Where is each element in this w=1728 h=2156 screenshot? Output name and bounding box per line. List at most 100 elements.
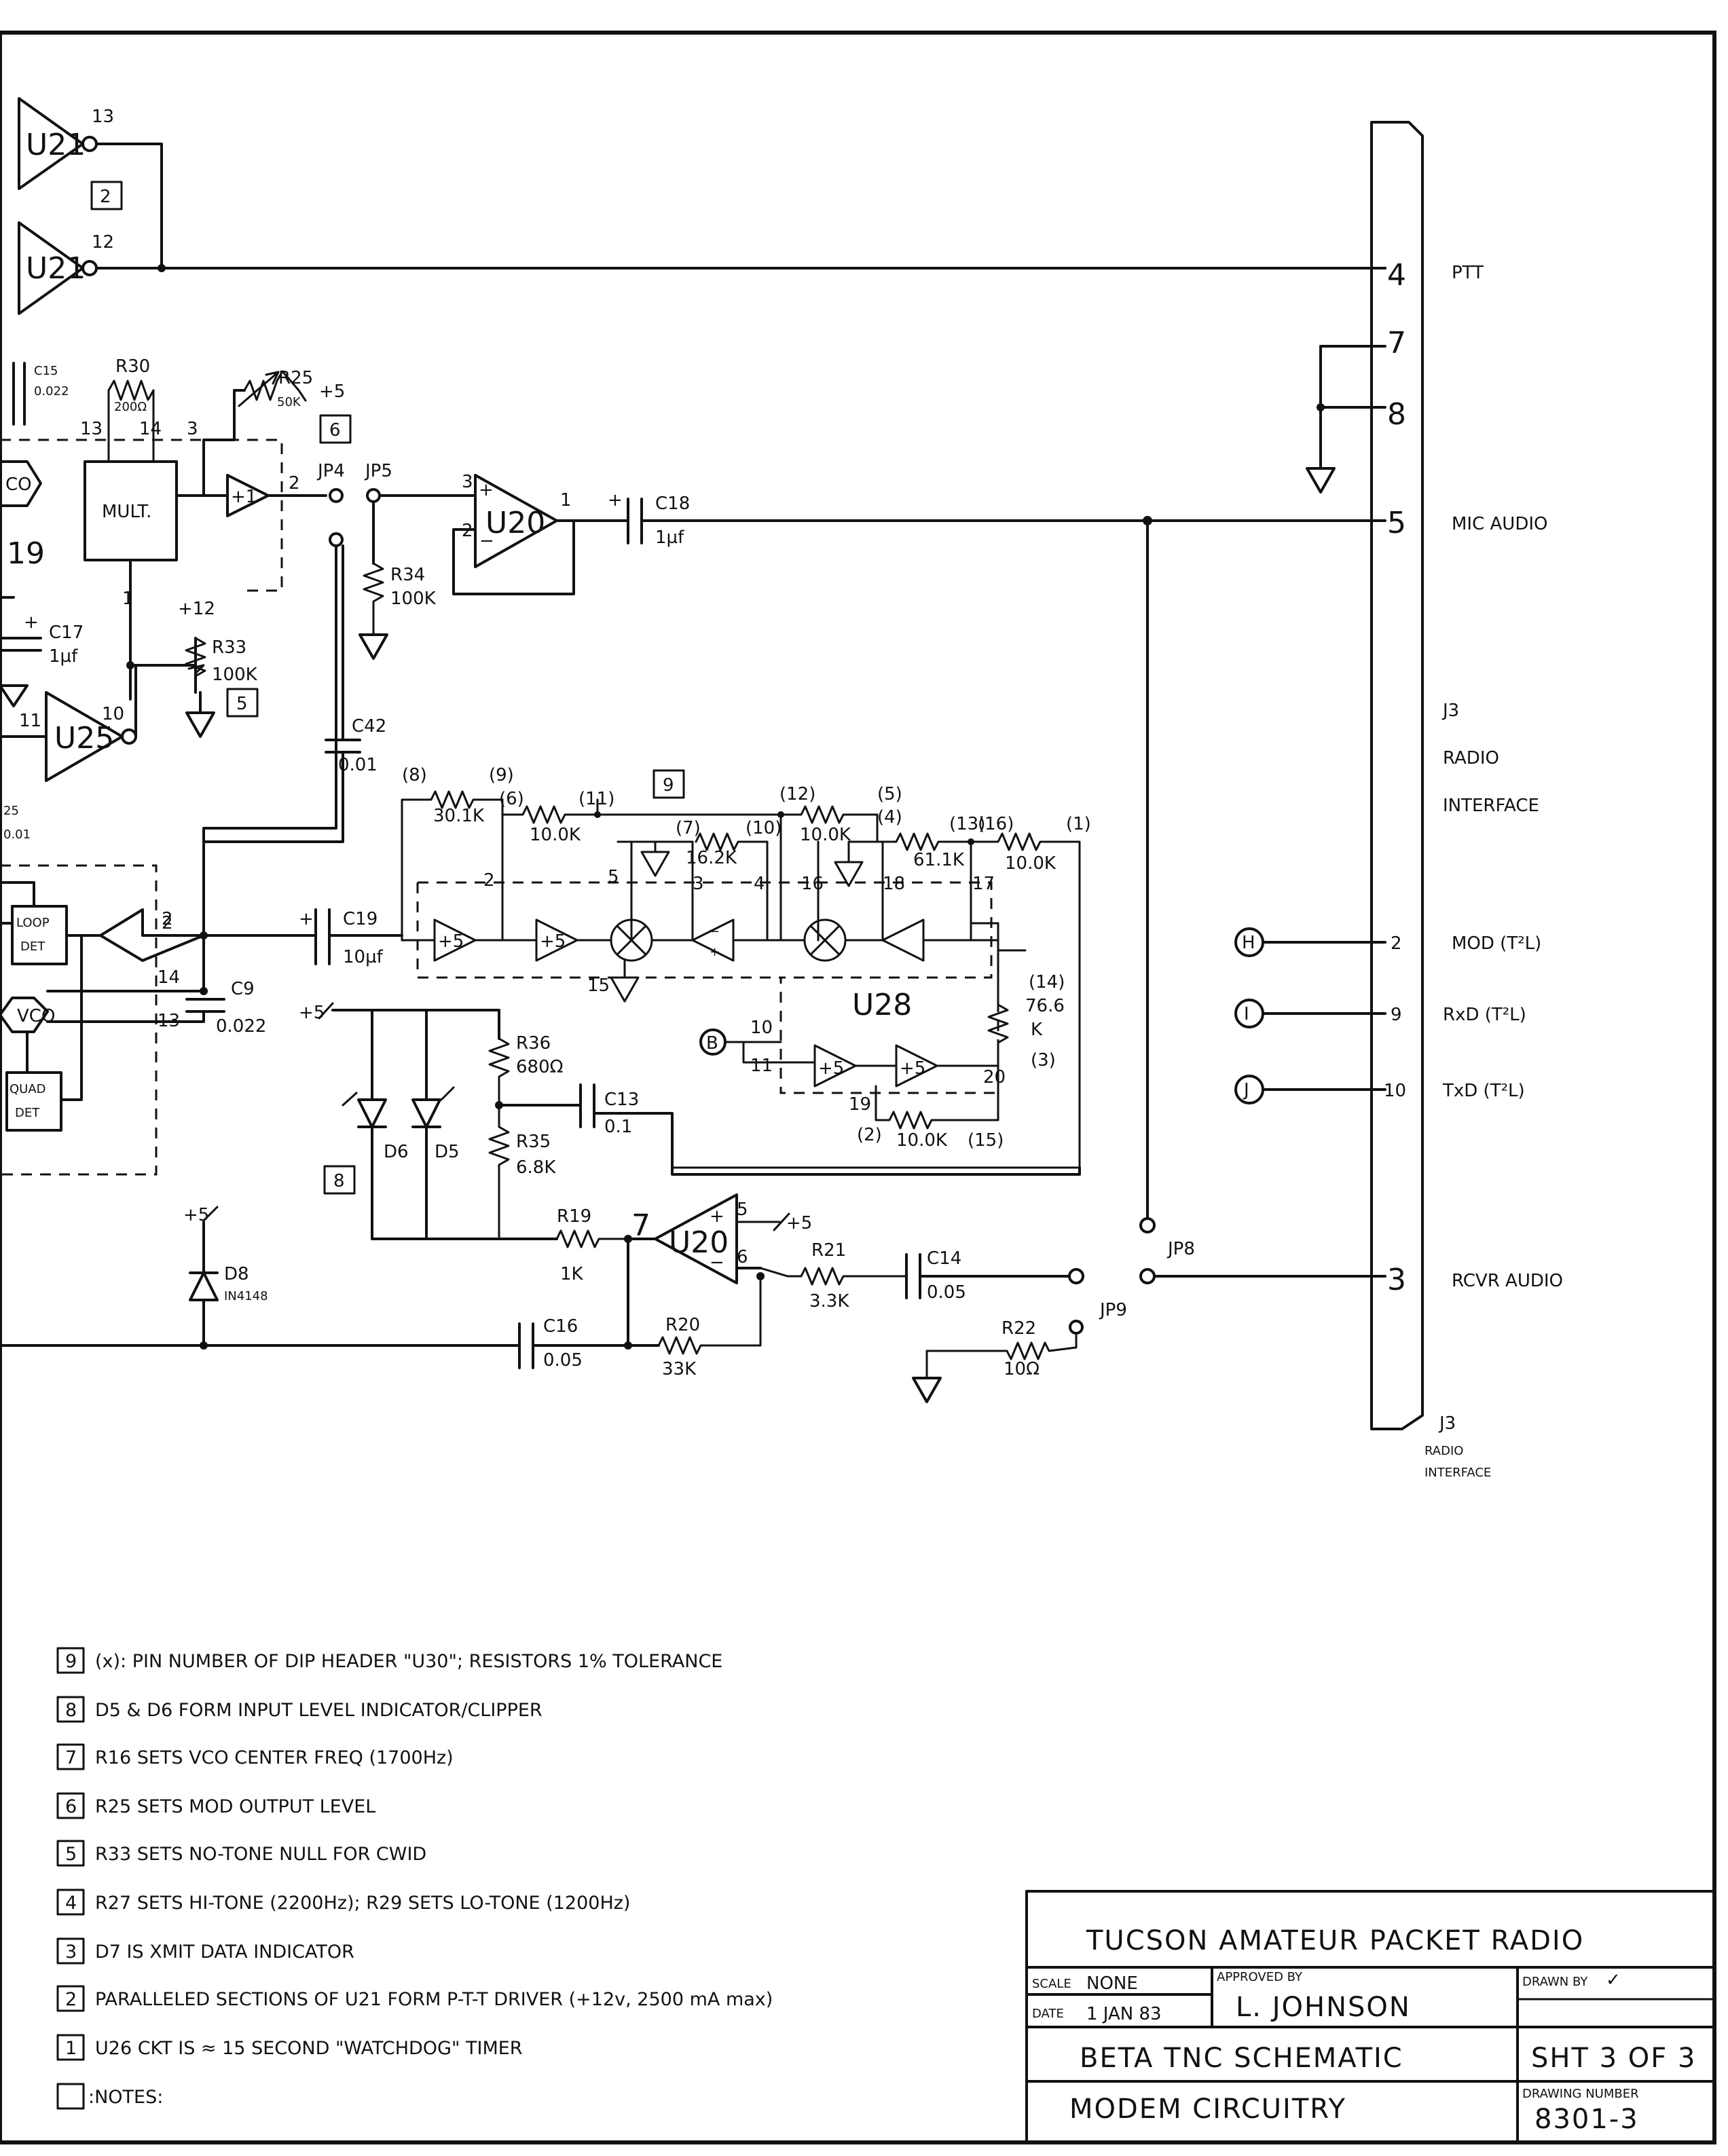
svg-text:20: 20: [983, 1067, 1006, 1088]
note-marker-9: [652, 769, 685, 799]
svg-text:U21: U21: [26, 128, 86, 162]
svg-text:R20: R20: [665, 1315, 700, 1335]
svg-text:TUCSON AMATEUR PACKET RADIO: TUCSON AMATEUR PACKET RADIO: [1086, 1925, 1584, 1956]
svg-text:4: 4: [754, 874, 765, 894]
svg-text:RxD (T²L): RxD (T²L): [1443, 1005, 1526, 1025]
svg-text:10Ω: 10Ω: [1004, 1359, 1040, 1379]
svg-text:MOD (T²L): MOD (T²L): [1452, 933, 1541, 954]
svg-text:25: 25: [3, 804, 19, 818]
svg-text:B: B: [706, 1033, 718, 1054]
svg-text:QUAD: QUAD: [10, 1082, 46, 1096]
svg-text:+: +: [608, 490, 623, 510]
svg-text:R19: R19: [557, 1206, 591, 1227]
svg-text:RADIO: RADIO: [1443, 748, 1499, 768]
svg-text:6: 6: [329, 420, 341, 441]
svg-text:R33 SETS NO-TONE NULL FOR CWID: R33 SETS NO-TONE NULL FOR CWID: [95, 1844, 426, 1865]
svg-text:10.0K: 10.0K: [800, 825, 851, 845]
svg-text:R27 SETS HI-TONE (2200Hz); R29: R27 SETS HI-TONE (2200Hz); R29 SETS LO-T…: [95, 1893, 630, 1914]
svg-text:4: 4: [1387, 258, 1406, 293]
svg-text:(5): (5): [877, 784, 902, 804]
svg-text:JP8: JP8: [1166, 1239, 1195, 1259]
svg-text:+1: +1: [231, 487, 257, 507]
svg-text:D5 & D6 FORM INPUT LEVEL INDIC: D5 & D6 FORM INPUT LEVEL INDICATOR/CLIPP…: [95, 1700, 543, 1721]
svg-text:D7 IS XMIT DATA INDICATOR: D7 IS XMIT DATA INDICATOR: [95, 1941, 354, 1963]
svg-text:CO: CO: [5, 475, 32, 495]
svg-text:6.8K: 6.8K: [516, 1157, 556, 1178]
svg-text:0.01: 0.01: [3, 828, 31, 842]
svg-text:R22: R22: [1001, 1318, 1036, 1339]
svg-text:C15: C15: [34, 364, 58, 378]
svg-text:APPROVED BY: APPROVED BY: [1217, 1970, 1303, 1984]
svg-text:+: +: [710, 945, 720, 959]
svg-text:11: 11: [19, 711, 41, 731]
u20-rx-amp: [654, 1193, 738, 1284]
svg-text:2: 2: [100, 187, 111, 207]
svg-text:+: +: [299, 909, 314, 929]
svg-text:PTT: PTT: [1452, 263, 1484, 283]
u21-top-gate: U21 13: [18, 97, 114, 190]
svg-text:R35: R35: [516, 1132, 551, 1152]
svg-text:J: J: [1243, 1080, 1249, 1100]
svg-text:(13): (13): [949, 814, 985, 834]
svg-text:1: 1: [65, 2038, 77, 2059]
svg-text:61.1K: 61.1K: [913, 850, 965, 870]
svg-text:13: 13: [92, 107, 114, 127]
svg-text:D5: D5: [435, 1142, 460, 1162]
svg-text:10µf: 10µf: [343, 947, 384, 967]
svg-text:(1): (1): [1066, 814, 1091, 834]
svg-text:6: 6: [737, 1247, 748, 1267]
svg-text:30.1K: 30.1K: [433, 806, 485, 826]
svg-text:10.0K: 10.0K: [1005, 853, 1056, 874]
svg-text:+5: +5: [299, 1003, 325, 1023]
svg-text:JP5: JP5: [364, 461, 392, 481]
svg-text:+5: +5: [900, 1058, 925, 1079]
svg-text:2: 2: [1391, 933, 1402, 954]
svg-text::NOTES:: :NOTES:: [88, 2087, 163, 2108]
svg-text:BETA TNC SCHEMATIC: BETA TNC SCHEMATIC: [1080, 2043, 1403, 2074]
svg-text:MODEM CIRCUITRY: MODEM CIRCUITRY: [1069, 2094, 1346, 2125]
svg-text:19: 19: [7, 536, 45, 571]
svg-text:18: 18: [883, 874, 905, 894]
svg-text:14: 14: [158, 967, 180, 988]
u20-mic-buffer: [474, 474, 558, 568]
svg-text:SHT 3 OF 3: SHT 3 OF 3: [1531, 2043, 1696, 2074]
svg-text:H: H: [1242, 933, 1255, 953]
svg-text:J3: J3: [1441, 701, 1459, 721]
svg-text:+5: +5: [786, 1213, 812, 1233]
svg-text:+: +: [24, 612, 39, 633]
svg-text:R33: R33: [212, 637, 246, 658]
svg-text:15: 15: [587, 975, 610, 996]
loop-det-block: [11, 905, 68, 965]
svg-text:(10): (10): [746, 818, 782, 838]
svg-text:9: 9: [65, 1651, 77, 1672]
svg-text:9: 9: [1391, 1005, 1402, 1025]
svg-text:5: 5: [236, 694, 248, 714]
svg-text:17: 17: [972, 874, 995, 894]
svg-text:0.01: 0.01: [338, 755, 378, 775]
svg-text:+5: +5: [540, 931, 566, 952]
svg-text:1µf: 1µf: [49, 646, 78, 667]
svg-text:8: 8: [333, 1171, 345, 1191]
svg-text:8301-3: 8301-3: [1534, 2104, 1639, 2135]
svg-text:R36: R36: [516, 1033, 551, 1054]
svg-text:+: +: [479, 480, 494, 500]
svg-text:JP4: JP4: [316, 461, 345, 481]
svg-text:(8): (8): [402, 765, 427, 785]
svg-text:D6: D6: [384, 1142, 409, 1162]
svg-text:R30: R30: [115, 356, 150, 377]
svg-text:JP9: JP9: [1099, 1300, 1127, 1320]
svg-text:DET: DET: [15, 1106, 40, 1120]
svg-text:(3): (3): [1031, 1050, 1056, 1071]
svg-text:5: 5: [737, 1200, 748, 1220]
svg-text:NONE: NONE: [1086, 1973, 1138, 1994]
svg-text:1: 1: [122, 589, 134, 609]
svg-text:−: −: [479, 531, 494, 551]
svg-text:(15): (15): [968, 1130, 1004, 1151]
svg-text:680Ω: 680Ω: [516, 1057, 564, 1077]
svg-text:RADIO: RADIO: [1424, 1444, 1463, 1458]
svg-text:(9): (9): [489, 765, 514, 785]
svg-text:2: 2: [483, 870, 495, 891]
svg-text:U21: U21: [26, 251, 86, 286]
svg-text:2: 2: [289, 473, 300, 494]
svg-text:K: K: [1031, 1020, 1043, 1040]
